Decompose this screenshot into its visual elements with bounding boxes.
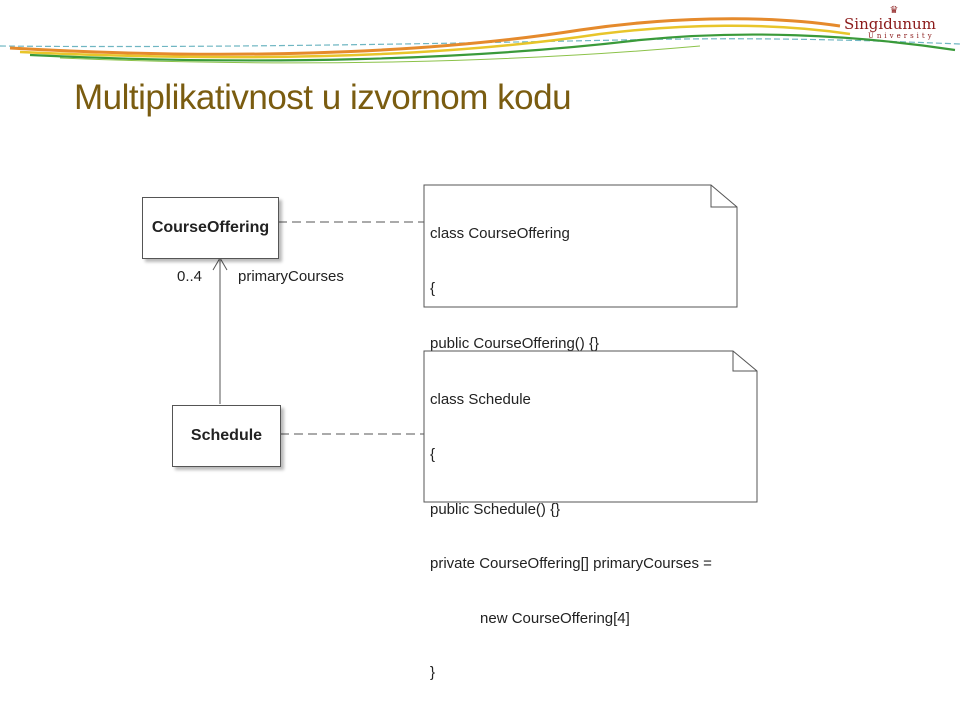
code-line: class Schedule xyxy=(430,391,531,409)
header-swoosh xyxy=(0,17,960,64)
code-line: { xyxy=(430,280,436,298)
code-line: public CourseOffering() {} xyxy=(430,334,599,352)
swoosh-teal-line xyxy=(0,38,960,48)
class-box-course-offering: CourseOffering xyxy=(142,197,279,259)
class-name-course-offering: CourseOffering xyxy=(151,219,270,236)
swoosh-yellow-line xyxy=(19,24,851,59)
slide: ♛ Singidunum University Multiplikativnos… xyxy=(0,6,960,681)
slide-title: Multiplikativnost u izvornom kodu xyxy=(74,78,572,117)
class-name-schedule: Schedule xyxy=(190,427,263,444)
code-line: class CourseOffering xyxy=(430,225,570,243)
crest-icon: ♛ xyxy=(889,5,899,16)
swoosh-green-line xyxy=(29,33,956,62)
class-box-schedule: Schedule xyxy=(172,405,281,467)
role-label: primaryCourses xyxy=(238,268,344,285)
code-line: private CourseOffering[] primaryCourses … xyxy=(430,555,712,573)
code-note-course-offering: class CourseOffering { public CourseOffe… xyxy=(423,184,739,406)
swoosh-thin-green-line xyxy=(59,45,701,64)
university-logo: ♛ Singidunum University xyxy=(838,6,950,42)
note-code-text: class Schedule { public Schedule() {} pr… xyxy=(430,355,712,719)
code-line: new CourseOffering[4] xyxy=(430,609,630,627)
swoosh-orange-line xyxy=(9,17,841,56)
logo-subtitle: University xyxy=(868,32,935,40)
note-shape xyxy=(423,350,758,503)
logo-name: Singidunum xyxy=(844,15,936,33)
code-note-schedule: class Schedule { public Schedule() {} pr… xyxy=(423,350,759,681)
note-shape xyxy=(423,184,738,308)
code-line: { xyxy=(430,446,436,464)
code-line: public Schedule() {} xyxy=(430,500,561,518)
code-line: } xyxy=(430,664,436,682)
multiplicity-label: 0..4 xyxy=(177,268,203,285)
